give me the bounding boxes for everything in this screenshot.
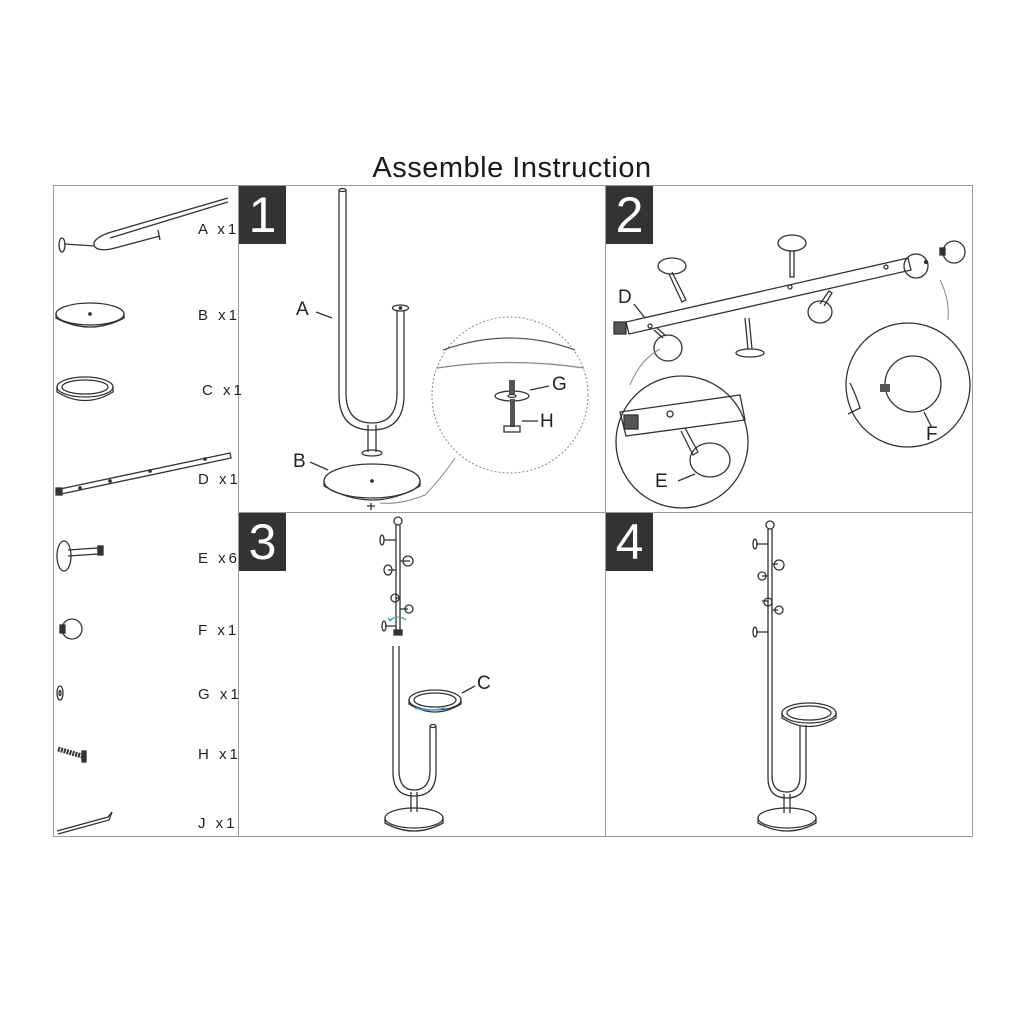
divider-steps-vertical (605, 185, 606, 837)
callout-e: E (655, 471, 668, 492)
hook-knob-icon (56, 540, 104, 572)
instruction-frame (53, 185, 973, 837)
allen-key-icon (56, 811, 113, 835)
callout-c: C (477, 673, 491, 694)
part-e-label: E x6 (198, 550, 241, 567)
part-h-label: H x1 (198, 746, 241, 763)
step-1-badge: 1 (239, 186, 286, 244)
ball-cap-icon (59, 618, 83, 640)
part-b-label: B x1 (198, 307, 241, 324)
part-d-label: D x1 (198, 471, 241, 488)
step-4-badge: 4 (606, 513, 653, 571)
step-3-badge: 3 (239, 513, 286, 571)
part-f-label: F x1 (198, 622, 240, 639)
washer-icon (56, 685, 64, 701)
callout-g: G (552, 374, 567, 395)
part-g-label: G x1 (198, 686, 242, 703)
pole-icon (55, 452, 232, 496)
u-frame-icon (58, 197, 229, 253)
bolt-icon (57, 746, 87, 763)
callout-a: A (296, 299, 309, 320)
part-a-label: A x1 (198, 221, 240, 238)
divider-steps-horizontal (238, 512, 973, 513)
part-c-label: C x1 (202, 382, 245, 399)
callout-b: B (293, 451, 306, 472)
base-disc-icon (55, 302, 125, 328)
part-j-label: J x1 (198, 815, 238, 832)
step-2-badge: 2 (606, 186, 653, 244)
divider-parts (238, 185, 239, 837)
callout-f: F (926, 424, 938, 445)
callout-h: H (540, 411, 554, 432)
callout-d: D (618, 287, 632, 308)
page-title: Assemble Instruction (372, 152, 652, 184)
tray-ring-icon (56, 376, 114, 402)
